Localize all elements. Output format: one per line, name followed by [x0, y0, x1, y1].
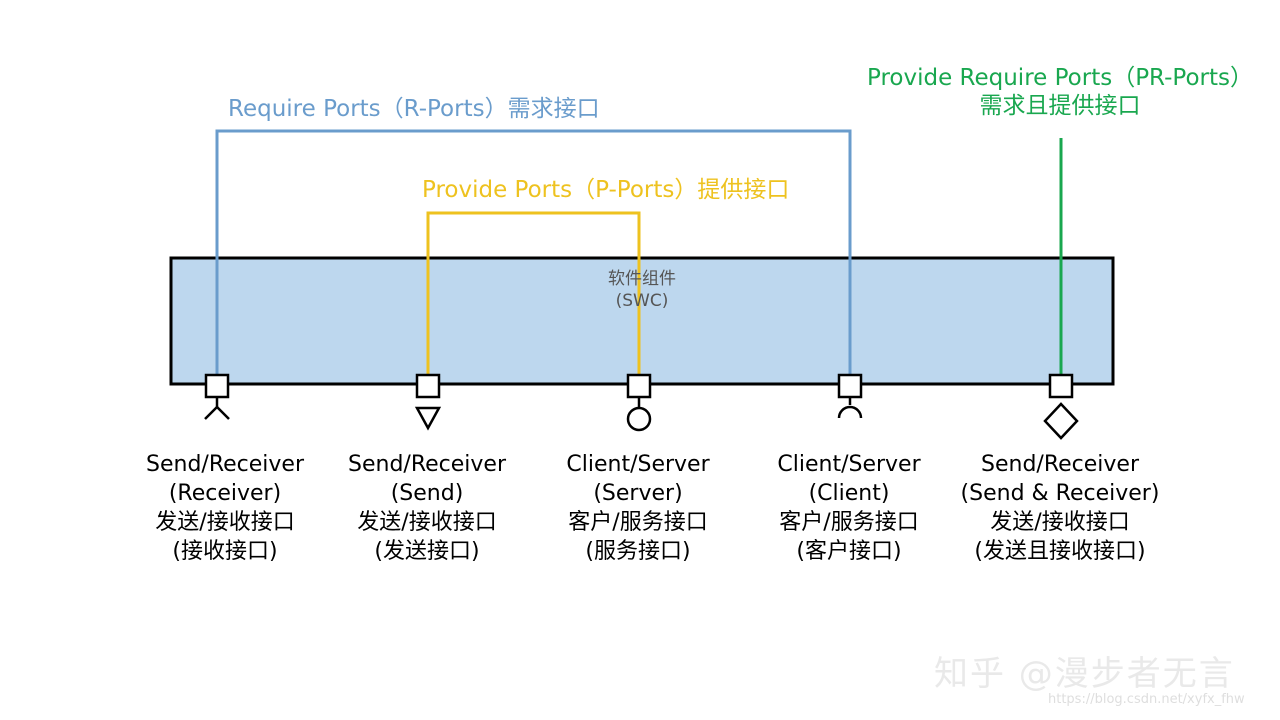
receiver-arrow-icon [204, 397, 230, 420]
port-square [415, 373, 441, 399]
port-label-line: Send/Receiver [348, 452, 506, 477]
component-label: 软件组件 (SWC) [542, 268, 742, 312]
port-label-line: 客户/服务接口 [568, 510, 708, 535]
port-label-sr-receiver: Send/Receiver (Receiver) 发送/接收接口 (接收接口) [115, 450, 335, 566]
require-ports-title: Require Ports（R-Ports）需求接口 [228, 96, 600, 122]
csdn-url-watermark: https://blog.csdn.net/xyfx_fhw [1048, 692, 1245, 707]
zhihu-watermark: 知乎 @漫步者无言 [934, 654, 1235, 694]
port-label-line: (客户接口) [796, 539, 902, 564]
port-label-line: (Send) [390, 481, 464, 506]
port-label-line: (Send & Receiver) [960, 481, 1160, 506]
provide-require-ports-title-line1: Provide Require Ports（PR-Ports） [866, 65, 1253, 91]
port-label-line: 发送/接收接口 [357, 510, 497, 535]
port-square [626, 373, 652, 399]
port-label-line: (Receiver) [168, 481, 282, 506]
send-receiver-diamond-icon [1043, 402, 1079, 440]
port-square [204, 373, 230, 399]
client-arc-icon [837, 397, 863, 419]
provide-ports-connector [426, 211, 641, 374]
provide-ports-title: Provide Ports（P-Ports）提供接口 [422, 177, 790, 203]
port-label-line: 发送/接收接口 [990, 510, 1130, 535]
port-label-sr-send-receiver: Send/Receiver (Send & Receiver) 发送/接收接口 … [950, 450, 1170, 566]
provide-require-ports-title: Provide Require Ports（PR-Ports） 需求且提供接口 [850, 64, 1270, 120]
server-circle-icon [626, 397, 652, 432]
port-label-line: (发送且接收接口) [974, 539, 1146, 564]
sender-triangle-icon [414, 406, 442, 431]
port-label-line: (发送接口) [374, 539, 480, 564]
port-label-line: Client/Server [566, 452, 710, 477]
port-label-line: Client/Server [777, 452, 921, 477]
port-label-cs-server: Client/Server (Server) 客户/服务接口 (服务接口) [528, 450, 748, 566]
port-label-line: Send/Receiver [981, 452, 1139, 477]
port-label-cs-client: Client/Server (Client) 客户/服务接口 (客户接口) [739, 450, 959, 566]
port-square [1048, 373, 1074, 399]
component-name: 软件组件 [608, 269, 676, 289]
provide-require-ports-title-line2: 需求且提供接口 [979, 93, 1141, 119]
software-component-box [169, 256, 1115, 386]
port-square [837, 373, 863, 399]
require-ports-connector [215, 129, 852, 374]
port-label-line: (Server) [593, 481, 683, 506]
port-label-line: 客户/服务接口 [779, 510, 919, 535]
port-label-sr-send: Send/Receiver (Send) 发送/接收接口 (发送接口) [317, 450, 537, 566]
port-label-line: 发送/接收接口 [155, 510, 295, 535]
port-label-line: Send/Receiver [146, 452, 304, 477]
component-abbr: (SWC) [615, 291, 669, 311]
port-label-line: (服务接口) [585, 539, 691, 564]
port-label-line: (Client) [808, 481, 890, 506]
port-label-line: (接收接口) [172, 539, 278, 564]
